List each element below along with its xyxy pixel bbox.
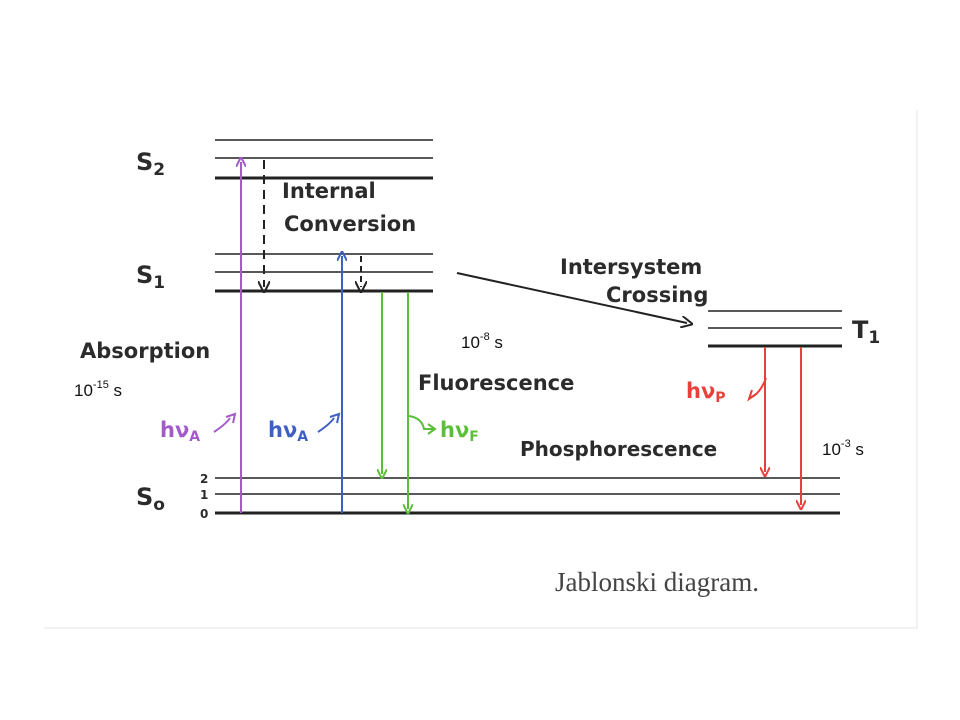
- timescale-fluorescence: 10-8 s: [461, 331, 503, 352]
- photon-absorption-1-label: hνA: [160, 418, 200, 445]
- t1-label: T1: [852, 316, 880, 348]
- s1-levels: [215, 253, 433, 293]
- s1-label: S1: [136, 261, 165, 293]
- photon-absorption-1-icon: [213, 412, 237, 433]
- vib-level-2: 2: [200, 472, 208, 486]
- photon-absorption-2-label: hνA: [268, 418, 308, 445]
- timescale-phosphorescence: 10-3 s: [822, 438, 864, 459]
- photon-phosphorescence-label: hνP: [686, 379, 726, 406]
- photon-fluorescence-icon: [408, 415, 437, 435]
- photon-phosphorescence-icon: [747, 377, 767, 402]
- photon-absorption-2-icon: [317, 412, 341, 433]
- intersystem-crossing-arrow: [456, 272, 687, 323]
- s0-label: So: [136, 483, 165, 515]
- s0-levels: [215, 477, 840, 515]
- absorption-label: Absorption: [80, 339, 210, 363]
- s2-levels: [215, 139, 433, 180]
- phosphorescence-label: Phosphorescence: [520, 437, 717, 461]
- vib-level-1: 1: [200, 488, 208, 502]
- internal-conversion-label: Internal Conversion: [282, 179, 416, 236]
- photon-fluorescence-label: hνF: [440, 418, 479, 445]
- diagram-title: Jablonski diagram.: [555, 567, 759, 597]
- vib-level-0: 0: [200, 507, 208, 521]
- fluorescence-label: Fluorescence: [418, 371, 574, 395]
- intersystem-crossing-label: Intersystem Crossing: [560, 255, 710, 307]
- s2-label: S2: [136, 148, 165, 180]
- t1-levels: [708, 310, 842, 348]
- timescale-absorption: 10-15 s: [74, 379, 122, 400]
